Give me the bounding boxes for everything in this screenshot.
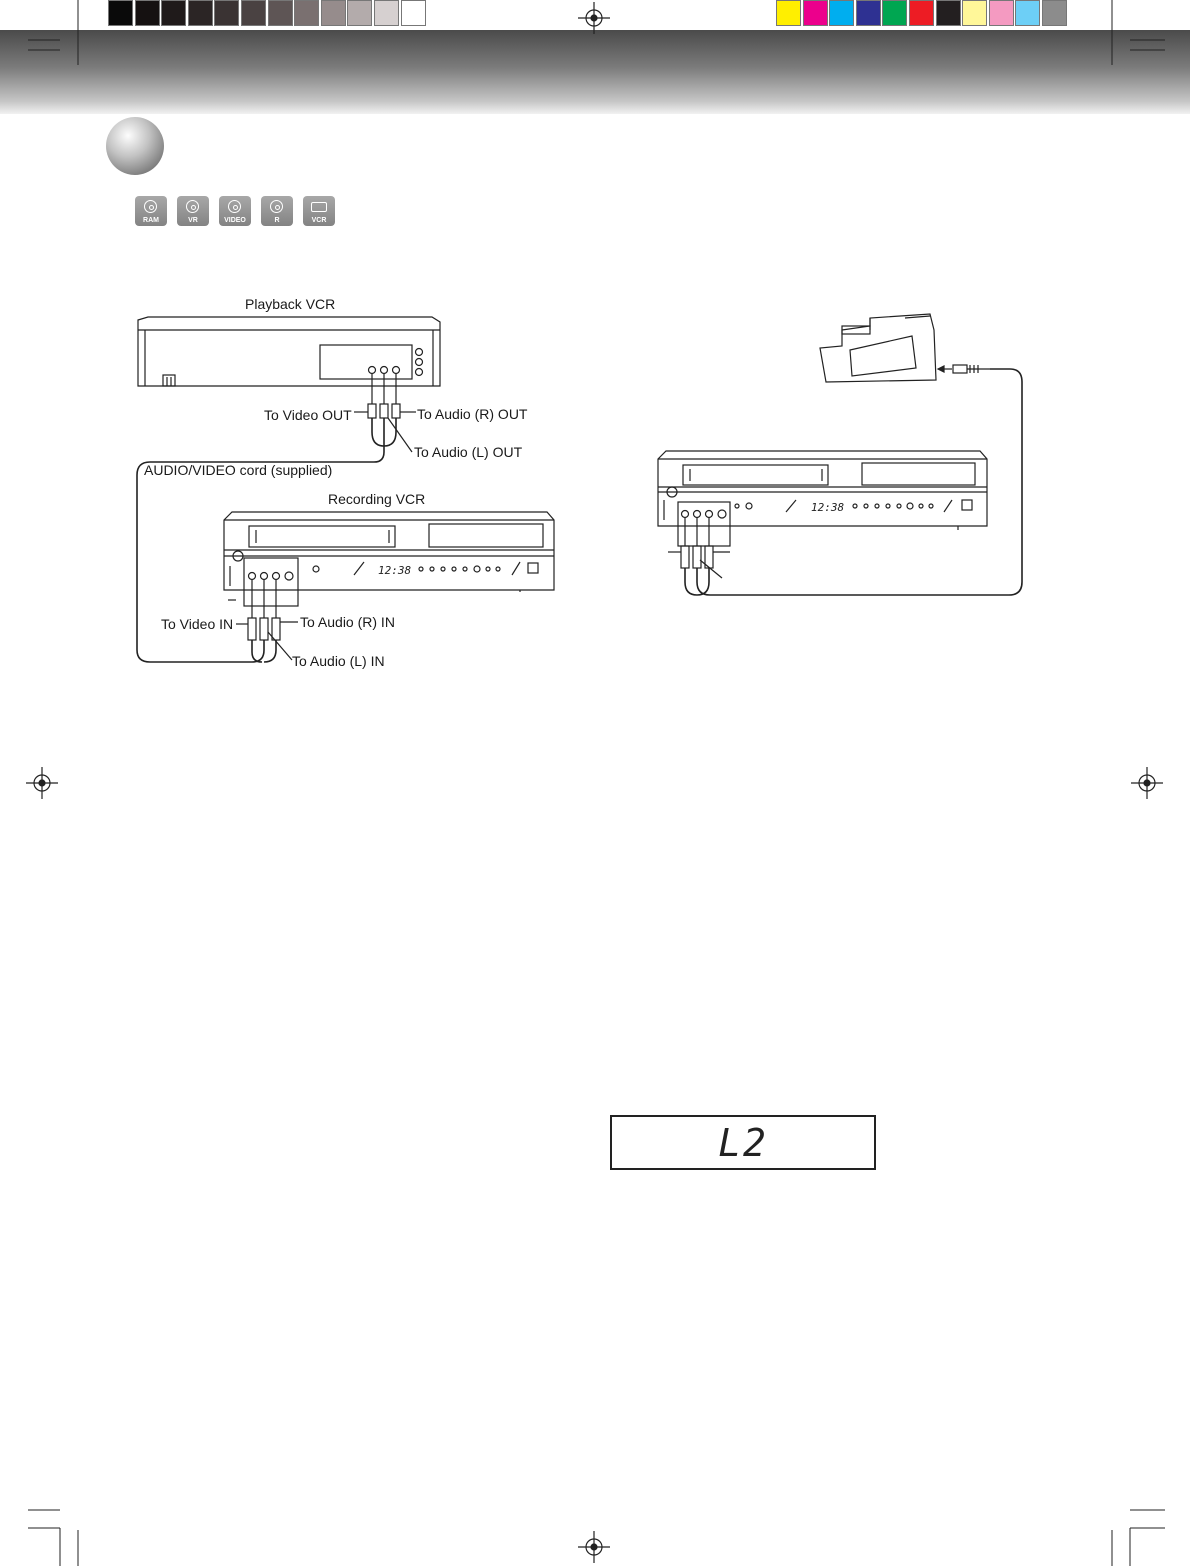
to-audio-l-in-label: To Audio (L) IN [292, 653, 385, 669]
to-audio-l-out-label: To Audio (L) OUT [414, 444, 522, 460]
crop-marks [28, 0, 1165, 1566]
camcorder-cable [685, 369, 1022, 595]
cord-label: AUDIO/VIDEO cord (supplied) [144, 462, 332, 478]
to-video-in-label: To Video IN [161, 616, 233, 632]
camcorder-illustration [820, 314, 990, 382]
recording-vcr-illustration [224, 512, 554, 660]
recording-vcr-clock: 12:38 [378, 564, 411, 577]
to-audio-r-in-label: To Audio (R) IN [300, 614, 395, 630]
front-panel-display: L2 [610, 1115, 876, 1170]
registration-mark-bottom [578, 1531, 610, 1563]
playback-vcr-illustration [138, 317, 440, 452]
right-vcr-clock: 12:38 [811, 501, 844, 514]
registration-mark-left [26, 767, 58, 799]
registration-mark-right [1131, 767, 1163, 799]
dvd-vcr-illustration-right [658, 451, 987, 578]
to-audio-r-out-label: To Audio (R) OUT [417, 406, 527, 422]
registration-mark-top [578, 2, 610, 34]
recording-vcr-title: Recording VCR [328, 491, 425, 507]
to-video-out-label: To Video OUT [264, 407, 352, 423]
playback-vcr-title: Playback VCR [245, 296, 335, 312]
